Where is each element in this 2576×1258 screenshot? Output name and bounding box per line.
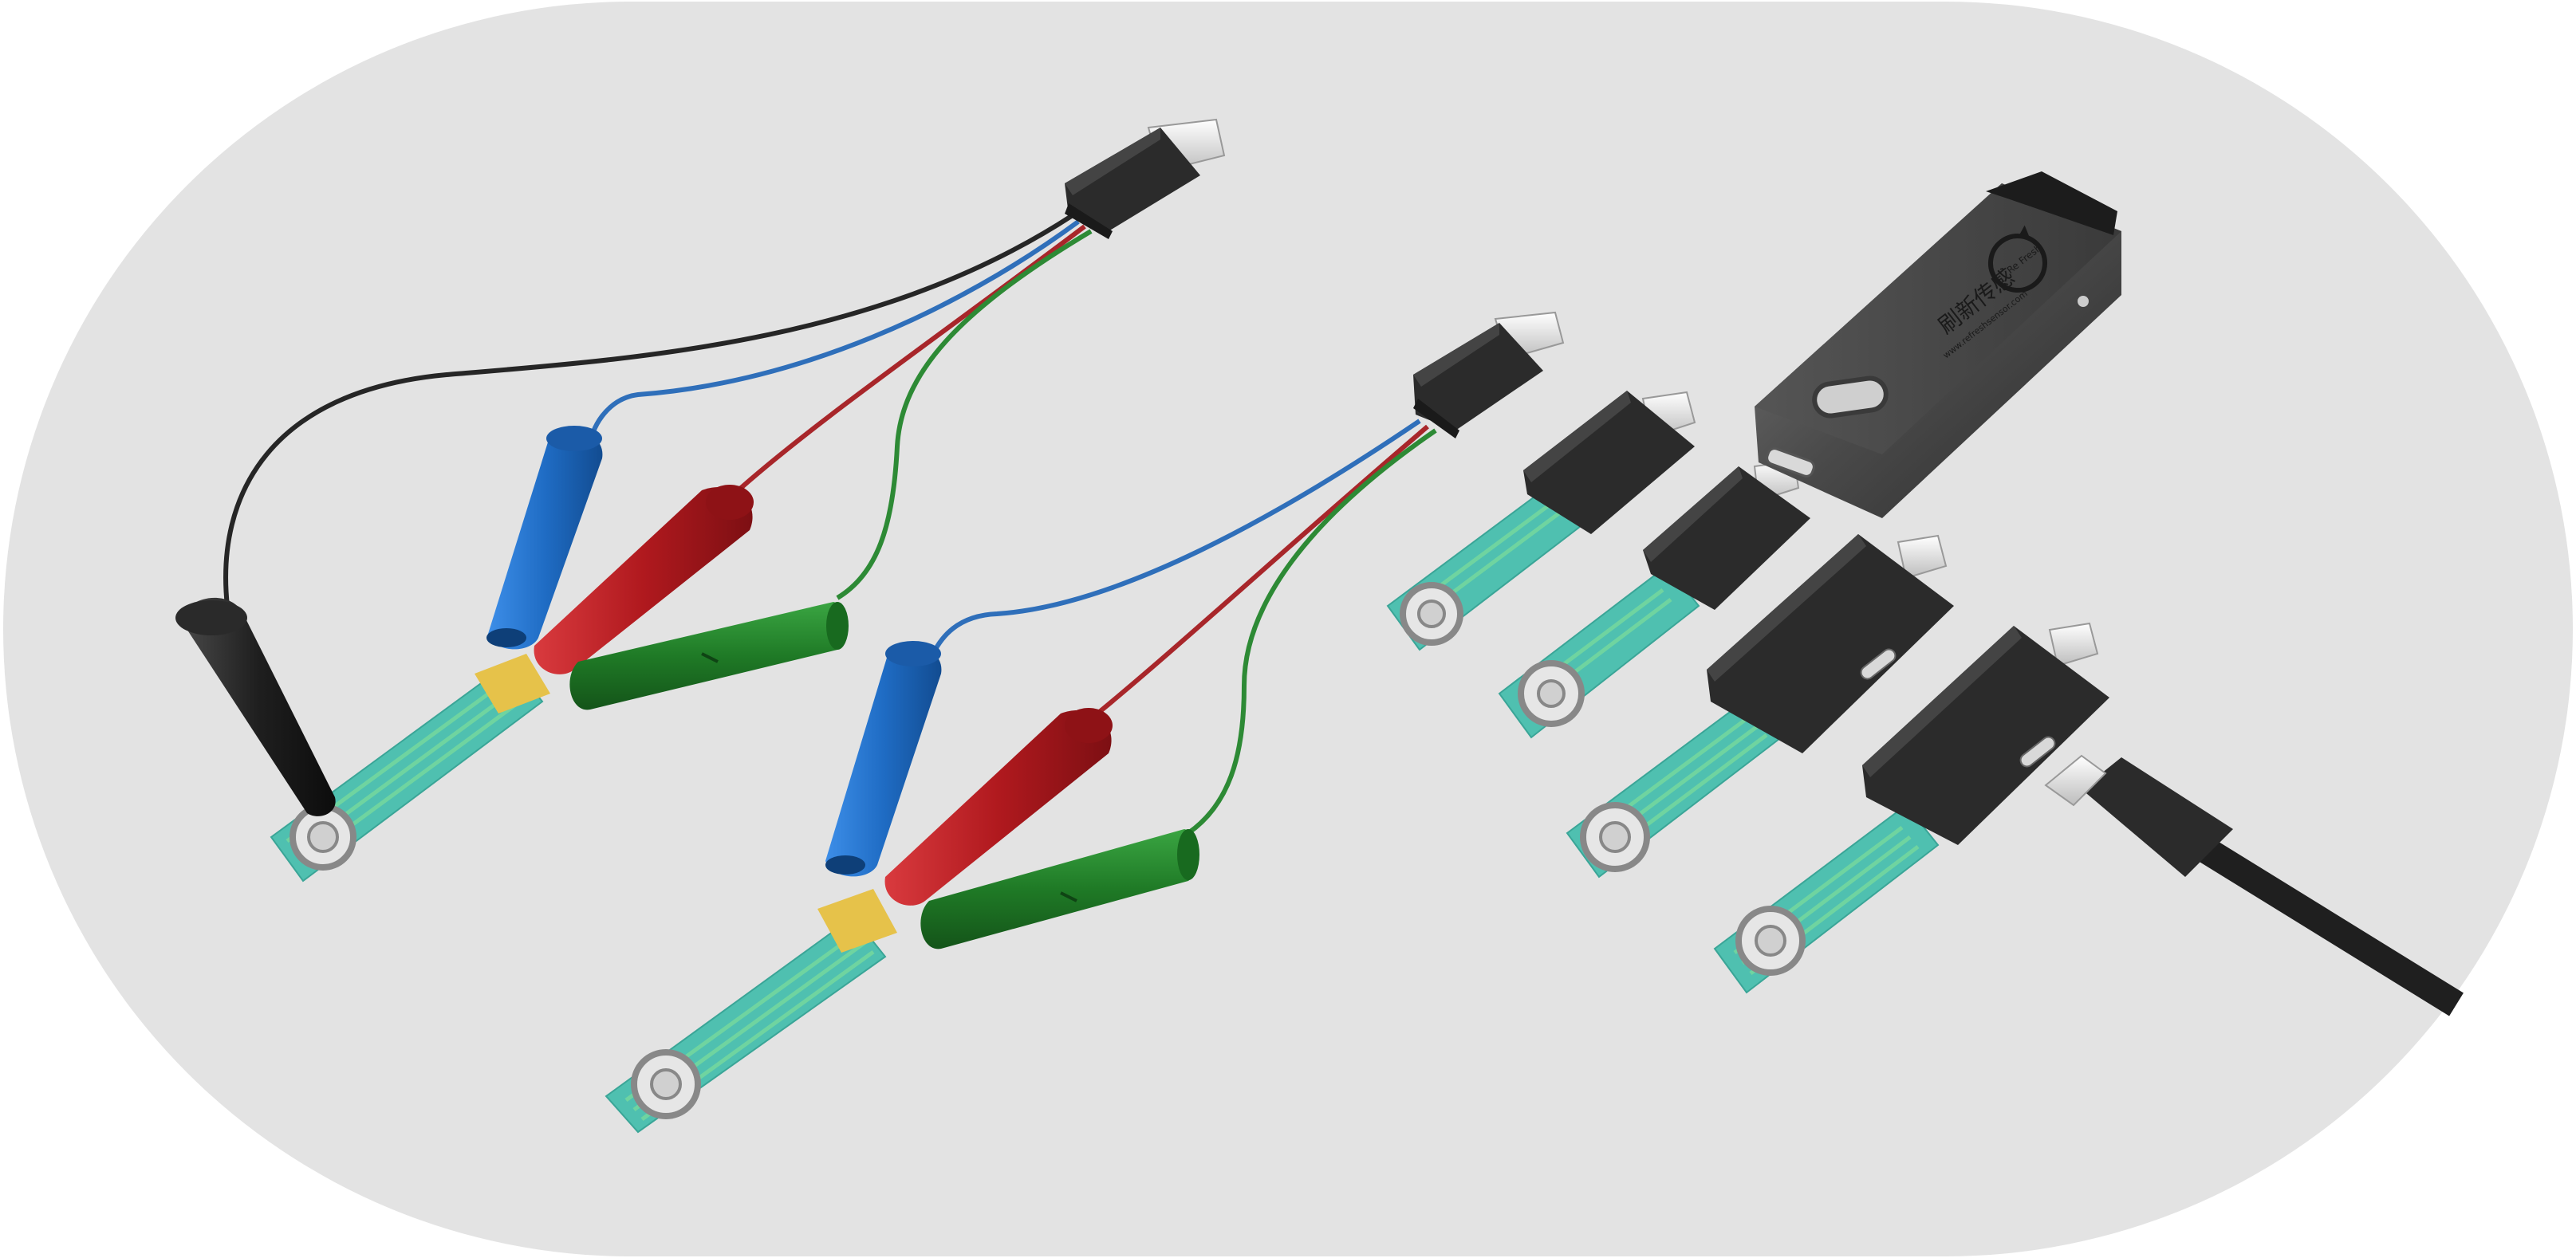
clip-assembly-2 (605, 311, 1565, 1134)
usb-c-cable (2044, 754, 2464, 1016)
clip-blue-2 (825, 641, 942, 877)
clip-blue-1 (486, 426, 603, 650)
background-pill (3, 2, 2573, 1256)
clip-assembly-1 (175, 118, 1226, 883)
clip-red-1 (534, 485, 754, 674)
wire-blue-1 (588, 219, 1080, 447)
sensor-strip-2 (605, 889, 897, 1134)
sensor-strip-1 (270, 654, 550, 883)
wire-blue-2 (931, 419, 1421, 655)
wire-black-1 (223, 213, 1074, 607)
usb-c-plug-1 (1065, 118, 1226, 239)
reader-device: Re Fresh 刷新传感 www.refreshsensor.com (1755, 171, 2121, 518)
usb-c-plug-2 (1413, 311, 1565, 438)
connector-sensor-d (1713, 622, 2109, 994)
connector-sensor-c (1566, 534, 1954, 879)
connector-sensor-b (1498, 459, 1810, 739)
wire-red-2 (1091, 424, 1429, 720)
clip-red-2 (884, 708, 1113, 906)
connector-sensor-a (1386, 391, 1696, 651)
wire-green-1 (836, 229, 1093, 600)
clip-black-1 (175, 597, 336, 816)
clip-green-1 (569, 602, 849, 710)
wire-green-2 (1187, 428, 1437, 835)
clip-green-2 (920, 829, 1199, 949)
